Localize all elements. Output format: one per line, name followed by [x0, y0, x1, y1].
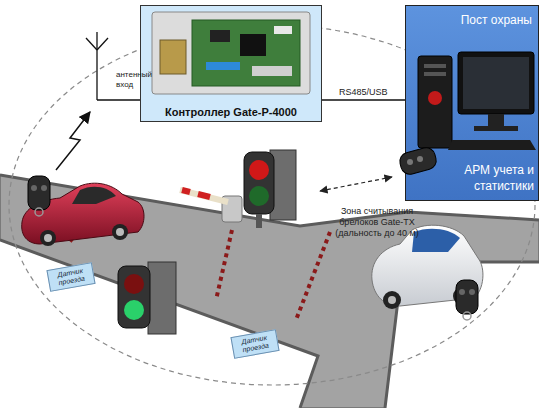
computer-part [424, 72, 446, 76]
traffic-light [118, 262, 176, 334]
computer-part [418, 56, 452, 148]
key-fob-part [463, 312, 471, 320]
traffic-light [244, 150, 296, 228]
red-car-part [72, 187, 116, 204]
controller-board-part [192, 20, 300, 86]
key-fob [456, 280, 478, 320]
zone-arrow [320, 177, 392, 191]
traffic-light-part [124, 300, 144, 320]
traffic-light-part [249, 186, 269, 206]
guard-post-box: Пост охраныАРМ учета и статистики [405, 5, 539, 201]
sensor-tag: Датчик проезда [230, 329, 279, 359]
key-fob-part [407, 159, 413, 165]
antenna [86, 32, 140, 100]
node-title: Контроллер Gate-P-4000 [141, 106, 321, 118]
road-part [0, 240, 318, 408]
computer-part [463, 57, 529, 109]
barrier-part [182, 190, 190, 192]
loop-line-part [216, 230, 232, 300]
antenna-label: антенный вход [116, 70, 156, 90]
white-car-part [412, 229, 460, 252]
antenna-part [97, 38, 108, 50]
computer-part [448, 140, 536, 150]
traffic-light-part [118, 266, 150, 328]
computer-part [474, 126, 518, 131]
controller-board-part [274, 26, 292, 34]
sensor-tag: Датчик проезда [46, 262, 95, 292]
computer-part [428, 91, 442, 105]
controller-board-part [160, 40, 186, 74]
radio-signal [56, 112, 90, 170]
node-title: Пост охраны [461, 13, 532, 27]
red-car-part [40, 230, 56, 246]
key-fob-part [459, 289, 465, 295]
key-fob-part [398, 146, 438, 177]
node-text: АРМ учета и статистики [450, 162, 534, 194]
antenna-part [86, 38, 97, 50]
key-fob [398, 146, 438, 177]
key-fob-part [417, 156, 423, 162]
traffic-light-part [256, 214, 262, 228]
computer [418, 52, 536, 150]
traffic-light-part [124, 274, 144, 294]
key-fob-part [456, 280, 478, 314]
computer-part [424, 64, 446, 68]
zone-label: Зона считывания брелоков Gate-TX (дально… [322, 206, 432, 239]
key-fob-part [31, 185, 37, 191]
controller-box: Контроллер Gate-P-4000 [140, 5, 322, 122]
red-car-part [112, 224, 128, 240]
computer-part [488, 114, 504, 126]
key-fob-part [41, 185, 47, 191]
road-part [0, 240, 318, 408]
controller-board [152, 12, 310, 94]
node-title: Датчик проезда [48, 265, 94, 288]
traffic-light-part [249, 160, 269, 180]
antenna-part [97, 99, 140, 100]
traffic-light-part [148, 262, 176, 334]
connector-group [322, 100, 405, 101]
controller-board-part [152, 12, 310, 94]
key-fob-part [28, 176, 50, 210]
white-car-part [383, 291, 401, 309]
controller-board-part [210, 30, 230, 42]
edge-label: RS485/USB [339, 87, 388, 97]
traffic-light-part [244, 152, 274, 214]
white-car-part [388, 296, 396, 304]
barrier-part [180, 190, 228, 202]
key-fob [28, 176, 50, 216]
barrier-part [198, 194, 210, 197]
computer-part [458, 52, 534, 114]
controller-board-part [240, 34, 266, 56]
connector-line [322, 99, 405, 100]
key-fob-part [469, 289, 475, 295]
loop-line-part [296, 232, 330, 320]
red-car-part [44, 234, 52, 242]
barrier [180, 190, 242, 222]
node-title: Датчик проезда [232, 332, 278, 355]
controller-board-part [206, 62, 240, 70]
controller-board-part [252, 66, 292, 76]
key-fob-part [35, 208, 43, 216]
red-car-part [116, 228, 124, 236]
antenna-part [96, 32, 97, 100]
